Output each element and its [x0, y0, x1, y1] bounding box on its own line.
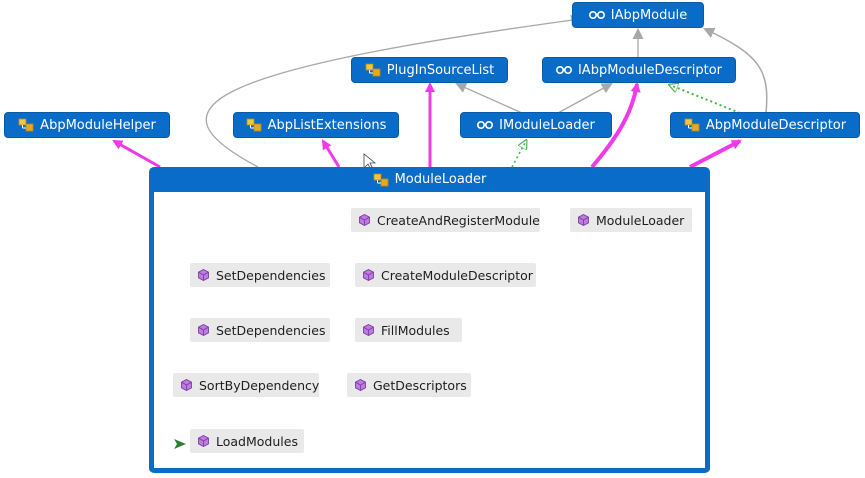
member-label: SetDependencies — [216, 322, 326, 338]
method-icon — [578, 214, 589, 226]
method-icon — [181, 379, 192, 391]
node-abpmoduledescriptor[interactable]: AbpModuleDescriptor — [670, 112, 860, 138]
class-icon — [684, 118, 700, 132]
node-label: IModuleLoader — [499, 117, 595, 133]
interface-icon — [588, 11, 605, 19]
node-label: AbpModuleDescriptor — [705, 117, 847, 133]
container-title: ModuleLoader — [394, 172, 487, 187]
edge-container-to-abpmoduledescriptor — [689, 139, 742, 169]
edge-abpmoduledescriptor-to-iabpmodule — [703, 27, 768, 114]
method-icon — [359, 214, 370, 226]
interface-icon — [555, 66, 572, 74]
moduleloader-container[interactable]: ModuleLoader CreateAndRegisterModule Mod… — [149, 167, 710, 473]
edge-abpmoduledescriptor-implements-iabpmoduledescriptor — [670, 85, 741, 114]
node-pluginsourcelist[interactable]: PlugInSourceList — [351, 57, 508, 83]
node-label: AbpListExtensions — [267, 117, 387, 133]
interface-icon — [477, 121, 494, 129]
member-label: ModuleLoader — [596, 212, 685, 228]
node-label: IAbpModule — [610, 7, 688, 23]
class-icon — [246, 118, 262, 132]
container-header[interactable]: ModuleLoader — [154, 167, 705, 192]
method-icon — [363, 269, 374, 281]
member-label: LoadModules — [216, 433, 298, 449]
node-label: AbpModuleHelper — [40, 117, 156, 133]
member-label: SortByDependency — [199, 377, 320, 393]
node-iabpmodule[interactable]: IAbpModule — [572, 2, 704, 28]
member-create-module-descriptor[interactable]: CreateModuleDescriptor — [355, 263, 536, 287]
member-set-dependencies-2[interactable]: SetDependencies — [190, 318, 330, 342]
edge-container-to-iabpmoduledescriptor — [590, 82, 641, 169]
entry-point-icon — [174, 434, 186, 449]
node-label: PlugInSourceList — [386, 62, 495, 78]
member-label: SetDependencies — [216, 267, 326, 283]
method-icon — [198, 269, 209, 281]
edge-imoduleloader-to-iabpmoduledescriptor — [557, 83, 613, 114]
edge-container-to-iabpmodule — [205, 14, 582, 168]
member-sort-by-dependency[interactable]: SortByDependency — [173, 373, 319, 397]
method-icon — [198, 324, 209, 336]
member-get-descriptors[interactable]: GetDescriptors — [347, 373, 471, 397]
member-load-modules[interactable]: LoadModules — [190, 429, 304, 453]
member-moduleloader-ctor[interactable]: ModuleLoader — [570, 208, 692, 232]
edge-imoduleloader-to-pluginsourcelist — [455, 82, 523, 114]
node-imoduleloader[interactable]: IModuleLoader — [460, 112, 612, 138]
class-icon — [373, 173, 388, 186]
member-label: GetDescriptors — [373, 377, 467, 393]
node-label: IAbpModuleDescriptor — [577, 62, 723, 78]
node-abplistextensions[interactable]: AbpListExtensions — [233, 112, 399, 138]
member-label: CreateModuleDescriptor — [381, 267, 533, 283]
node-abpmodulehelper[interactable]: AbpModuleHelper — [4, 112, 170, 138]
method-icon — [355, 379, 366, 391]
member-label: CreateAndRegisterModule — [377, 212, 540, 228]
member-label: FillModules — [381, 322, 450, 338]
class-icon — [365, 63, 381, 77]
edge-container-implements-imoduleloader — [511, 141, 526, 168]
member-set-dependencies-1[interactable]: SetDependencies — [190, 263, 330, 287]
edge-container-to-abplistextensions — [321, 139, 341, 168]
node-iabpmoduledescriptor[interactable]: IAbpModuleDescriptor — [542, 57, 736, 83]
method-icon — [198, 435, 209, 447]
member-create-and-register-module[interactable]: CreateAndRegisterModule — [351, 208, 540, 232]
edge-container-to-abpmodulehelper — [112, 139, 161, 169]
member-fill-modules[interactable]: FillModules — [355, 318, 462, 342]
class-icon — [18, 118, 34, 132]
method-icon — [363, 324, 374, 336]
